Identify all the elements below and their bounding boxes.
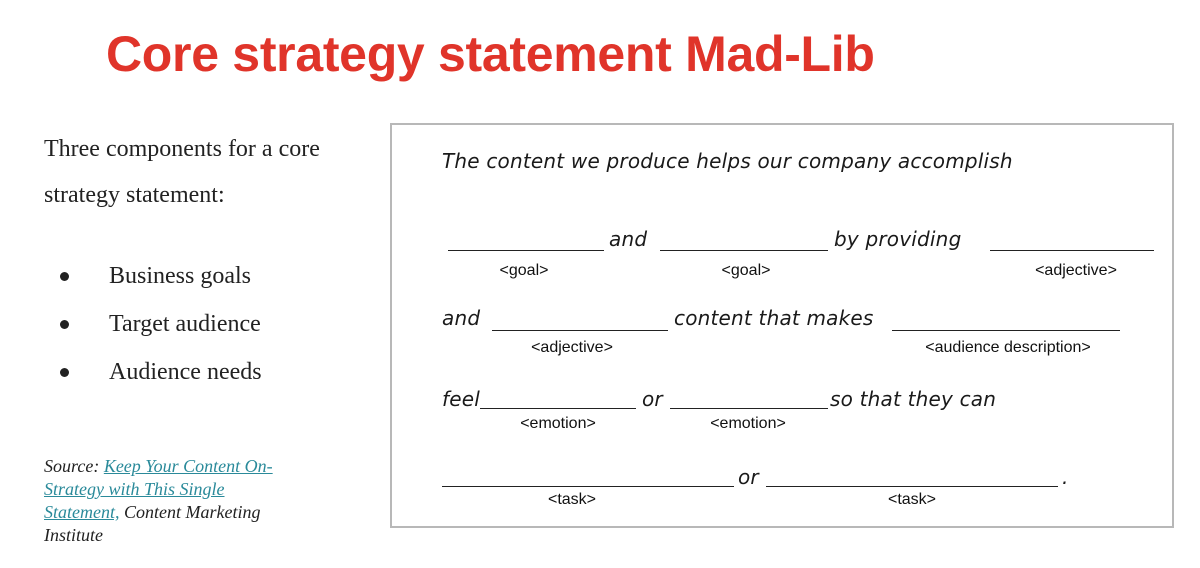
source-link[interactable]: Keep Your Content On-Strategy with This … bbox=[44, 456, 273, 522]
component-list: Business goals Target audience Audience … bbox=[44, 252, 262, 396]
word-by-providing: by providing bbox=[834, 227, 962, 251]
word-content-that-makes: content that makes bbox=[674, 306, 874, 330]
placeholder-task-1: <task> bbox=[547, 491, 597, 508]
placeholder-task-2: <task> bbox=[887, 491, 937, 508]
blank-adjective-2 bbox=[492, 330, 668, 331]
blank-emotion-2 bbox=[670, 408, 828, 409]
placeholder-goal-2: <goal> bbox=[721, 262, 771, 279]
placeholder-goal-1: <goal> bbox=[499, 262, 549, 279]
blank-task-2 bbox=[766, 486, 1058, 487]
placeholder-emotion-1: <emotion> bbox=[520, 415, 596, 432]
bullet-dot-icon bbox=[60, 367, 69, 377]
word-and-1: and bbox=[609, 227, 648, 251]
word-so-that-they-can: so that they can bbox=[830, 387, 997, 411]
list-item: Target audience bbox=[44, 300, 262, 348]
word-or-2: or bbox=[738, 465, 759, 489]
blank-audience-description bbox=[892, 330, 1120, 331]
list-item: Business goals bbox=[44, 252, 262, 300]
source-suffix: Content Marketing Institute bbox=[44, 502, 261, 545]
placeholder-audience-description: <audience description> bbox=[925, 339, 1091, 356]
blank-adjective-1 bbox=[990, 250, 1154, 251]
bullet-label: Target audience bbox=[109, 310, 261, 337]
blank-emotion-1 bbox=[480, 408, 636, 409]
intro-text: Three components for a core strategy sta… bbox=[44, 136, 320, 208]
list-item: Audience needs bbox=[44, 348, 262, 396]
word-or-1: or bbox=[642, 387, 663, 411]
bullet-label: Business goals bbox=[109, 262, 252, 289]
bullet-dot-icon bbox=[60, 319, 69, 329]
bullet-label: Audience needs bbox=[109, 358, 262, 385]
blank-goal-2 bbox=[660, 250, 828, 251]
source-prefix: Source: bbox=[44, 456, 104, 476]
blank-goal-1 bbox=[448, 250, 604, 251]
slide-title: Core strategy statement Mad-Lib bbox=[106, 26, 875, 82]
placeholder-adjective-2: <adjective> bbox=[531, 339, 613, 356]
madlib-intro-line: The content we produce helps our company… bbox=[442, 149, 1013, 173]
word-and-2: and bbox=[442, 306, 481, 330]
source-citation: Source: Keep Your Content On-Strategy wi… bbox=[44, 455, 304, 547]
placeholder-emotion-2: <emotion> bbox=[710, 415, 786, 432]
blank-task-1 bbox=[442, 486, 734, 487]
word-feel: feel bbox=[442, 387, 481, 411]
madlib-card: The content we produce helps our company… bbox=[390, 123, 1174, 528]
bullet-dot-icon bbox=[60, 271, 69, 281]
placeholder-adjective-1: <adjective> bbox=[1035, 262, 1117, 279]
word-period: . bbox=[1062, 465, 1069, 489]
